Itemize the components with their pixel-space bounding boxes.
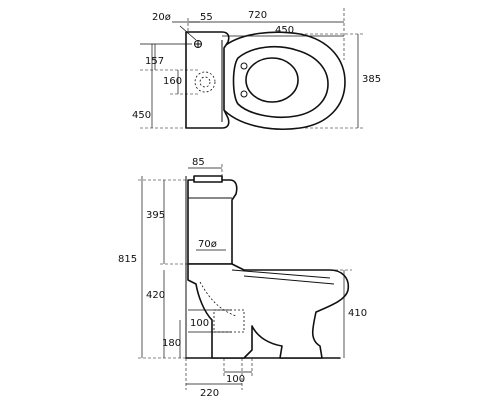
side-view: 85 395 815 70ø 420 410 100 180 220 [118, 157, 367, 399]
dim-720: 720 [248, 10, 267, 21]
dim-100-width: 100 [226, 374, 245, 385]
dim-420: 420 [146, 290, 165, 301]
dim-20-diameter: 20ø [152, 12, 171, 23]
dim-85: 85 [192, 157, 205, 168]
dim-157: 157 [145, 56, 164, 67]
side-flush-button [193, 175, 223, 183]
dim-100-height: 100 [190, 318, 209, 329]
side-trap-dash [199, 281, 237, 317]
top-view: 720 20ø 55 450 157 160 450 385 [132, 8, 381, 130]
top-hinge-bolt-upper [240, 62, 248, 70]
top-tank-drain-inner [199, 76, 211, 88]
top-seat-opening [245, 57, 299, 103]
side-bowl-outline [187, 263, 350, 359]
dim-450-tank: 450 [132, 110, 151, 121]
dim-410: 410 [348, 308, 367, 319]
top-hinge-bolt-lower [240, 90, 248, 98]
dim-450-bowl: 450 [275, 25, 294, 36]
dim-160: 160 [163, 76, 182, 87]
dim-385: 385 [362, 74, 381, 85]
dim-180: 180 [162, 338, 181, 349]
side-rim-line [243, 275, 335, 285]
side-tank-outline [187, 179, 238, 265]
dim-395: 395 [146, 210, 165, 221]
leader-20 [179, 25, 197, 41]
top-tank-drain [194, 71, 216, 93]
dim-70-diameter: 70ø [198, 239, 217, 250]
side-outlet-hatch [213, 309, 245, 333]
dim-220: 220 [200, 388, 219, 399]
side-seat-line [231, 269, 331, 279]
dim-815: 815 [118, 254, 137, 265]
dim-55: 55 [200, 12, 213, 23]
top-tank-outline [185, 31, 230, 129]
